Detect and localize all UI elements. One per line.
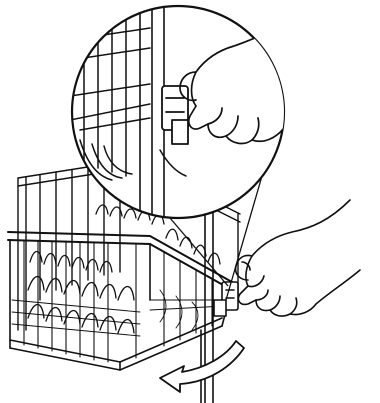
- magnified-detail: [70, 0, 340, 230]
- plate-tines: [28, 205, 220, 333]
- rack-front-wires: [24, 240, 212, 362]
- hand: [236, 200, 360, 316]
- rack-bottom-frame: [10, 240, 232, 370]
- rotation-arrow: [160, 341, 244, 392]
